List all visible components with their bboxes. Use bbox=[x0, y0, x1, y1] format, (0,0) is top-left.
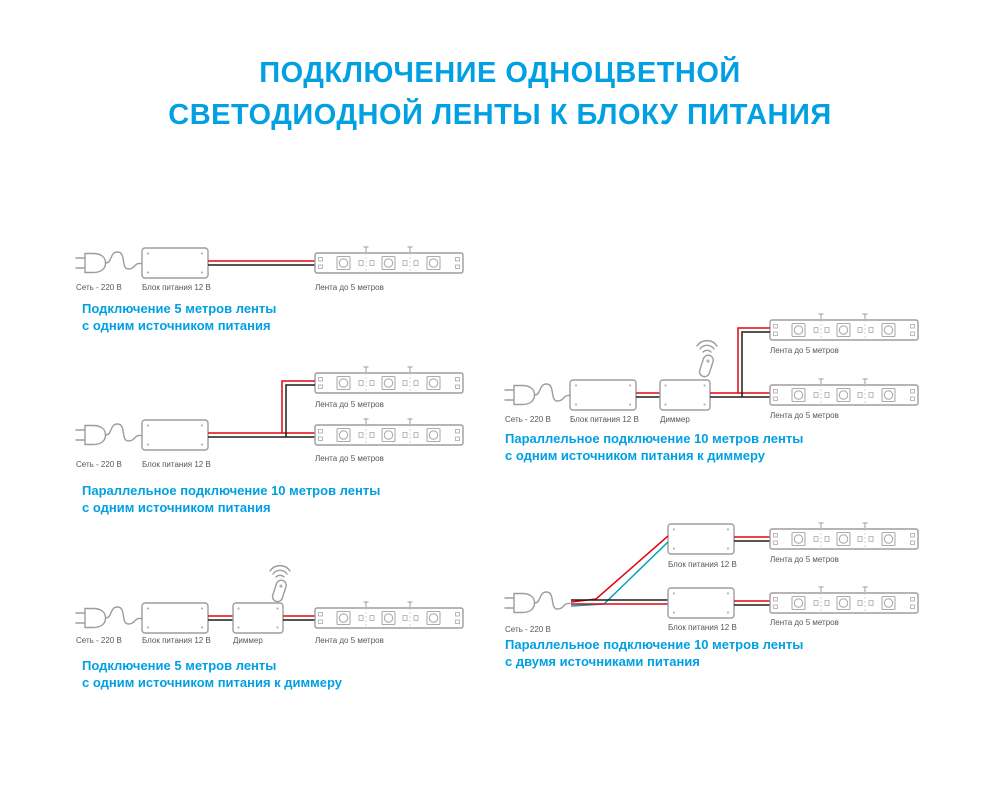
wire-teal bbox=[570, 541, 669, 607]
plug-icon bbox=[75, 423, 142, 446]
diagram-1-caption: Подключение 5 метров ленты с одним источ… bbox=[82, 300, 276, 334]
wire-black bbox=[710, 331, 770, 398]
psu-icon bbox=[667, 523, 735, 555]
strip-label: Лента до 5 метров bbox=[770, 555, 839, 564]
diagram-4: Лента до 5 метров Лента до 5 метров Сеть… bbox=[504, 313, 919, 424]
caption-line: Параллельное подключение 10 метров ленты bbox=[505, 637, 804, 652]
psu-label: Блок питания 12 В bbox=[668, 623, 737, 632]
mains-label: Сеть - 220 В bbox=[505, 415, 551, 424]
plug-icon bbox=[75, 606, 142, 629]
diagram-5-caption: Параллельное подключение 10 метров ленты… bbox=[505, 636, 803, 670]
plug-icon bbox=[75, 251, 142, 274]
caption-line: Подключение 5 метров ленты bbox=[82, 301, 277, 316]
diagram-4-caption: Параллельное подключение 10 метров ленты… bbox=[505, 430, 803, 464]
led-strip-icon bbox=[314, 366, 464, 394]
psu-icon bbox=[141, 602, 209, 634]
diagram-5: Лента до 5 метров Блок питания 12 В Лент… bbox=[504, 522, 919, 634]
diagram-3-caption: Подключение 5 метров ленты с одним источ… bbox=[82, 657, 342, 691]
led-strip-icon bbox=[769, 378, 919, 406]
strip-label: Лента до 5 метров bbox=[315, 636, 384, 645]
diagram-2: Лента до 5 метров Лента до 5 метров Сеть… bbox=[75, 366, 464, 469]
dimmer-label: Диммер bbox=[233, 636, 263, 645]
wire-black bbox=[208, 384, 315, 438]
psu-label: Блок питания 12 В bbox=[570, 415, 639, 424]
plug-icon bbox=[504, 383, 571, 406]
psu-label: Блок питания 12 В bbox=[142, 283, 211, 292]
psu-icon bbox=[141, 419, 209, 451]
led-strip-icon bbox=[769, 522, 919, 550]
psu-label: Блок питания 12 В bbox=[142, 636, 211, 645]
led-strip-icon bbox=[769, 313, 919, 341]
caption-line: с одним источником питания bbox=[82, 500, 271, 515]
wire-red bbox=[570, 535, 669, 603]
caption-line: Параллельное подключение 10 метров ленты bbox=[82, 483, 381, 498]
diagram-2-caption: Параллельное подключение 10 метров ленты… bbox=[82, 482, 380, 516]
psu-label: Блок питания 12 В bbox=[668, 560, 737, 569]
wire-red bbox=[208, 380, 315, 434]
caption-line: Параллельное подключение 10 метров ленты bbox=[505, 431, 804, 446]
psu-icon bbox=[667, 587, 735, 619]
diagram-3: Сеть - 220 В Блок питания 12 В Диммер Ле… bbox=[75, 564, 464, 645]
mains-label: Сеть - 220 В bbox=[505, 625, 551, 634]
caption-line: с двумя источниками питания bbox=[505, 654, 700, 669]
page-title-line2: СВЕТОДИОДНОЙ ЛЕНТЫ К БЛОКУ ПИТАНИЯ bbox=[168, 99, 832, 131]
led-strip-icon bbox=[314, 418, 464, 446]
strip-label: Лента до 5 метров bbox=[315, 400, 384, 409]
caption-line: с одним источником питания к диммеру bbox=[82, 675, 342, 690]
remote-icon bbox=[269, 564, 291, 604]
page-title-line1: ПОДКЛЮЧЕНИЕ ОДНОЦВЕТНОЙ bbox=[259, 57, 741, 89]
strip-label: Лента до 5 метров bbox=[770, 618, 839, 627]
strip-label: Лента до 5 метров bbox=[770, 411, 839, 420]
strip-label: Лента до 5 метров bbox=[770, 346, 839, 355]
led-strip-icon bbox=[314, 601, 464, 629]
mains-label: Сеть - 220 В bbox=[76, 460, 122, 469]
caption-line: с одним источником питания bbox=[82, 318, 271, 333]
psu-icon bbox=[569, 379, 637, 411]
psu-label: Блок питания 12 В bbox=[142, 460, 211, 469]
mains-label: Сеть - 220 В bbox=[76, 636, 122, 645]
caption-line: с одним источником питания к диммеру bbox=[505, 448, 765, 463]
dimmer-icon bbox=[659, 379, 711, 411]
diagram-1: Сеть - 220 В Блок питания 12 В Лента до … bbox=[75, 246, 464, 292]
page-title: ПОДКЛЮЧЕНИЕ ОДНОЦВЕТНОЙ СВЕТОДИОДНОЙ ЛЕН… bbox=[0, 52, 1000, 136]
dimmer-icon bbox=[232, 602, 284, 634]
led-strip-icon bbox=[769, 586, 919, 614]
caption-line: Подключение 5 метров ленты bbox=[82, 658, 277, 673]
wire-red bbox=[710, 327, 770, 394]
plug-icon bbox=[504, 591, 571, 614]
remote-icon bbox=[696, 339, 718, 379]
dimmer-label: Диммер bbox=[660, 415, 690, 424]
led-strip-icon bbox=[314, 246, 464, 274]
psu-icon bbox=[141, 247, 209, 279]
strip-label: Лента до 5 метров bbox=[315, 454, 384, 463]
mains-label: Сеть - 220 В bbox=[76, 283, 122, 292]
strip-label: Лента до 5 метров bbox=[315, 283, 384, 292]
